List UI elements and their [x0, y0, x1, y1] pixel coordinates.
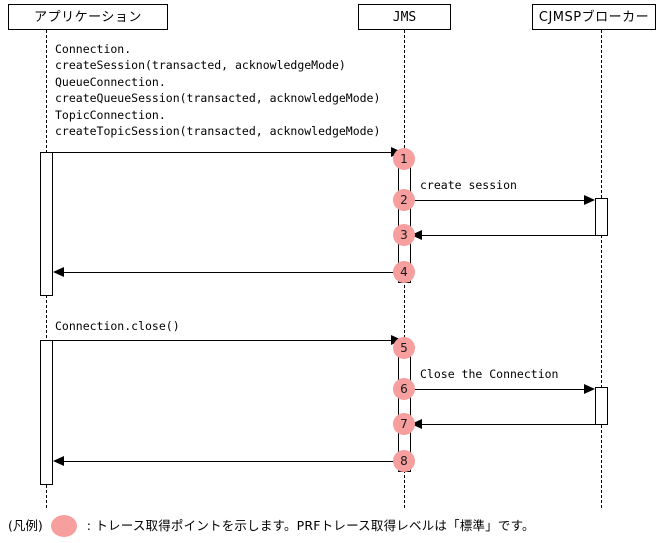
trace-point-number-1: 1	[400, 152, 408, 166]
participant-box-application: アプリケーション	[8, 4, 168, 30]
trace-point-5: 5	[393, 337, 415, 359]
trace-point-7: 7	[393, 413, 415, 435]
message-line-create-session-response	[62, 272, 398, 273]
trace-point-number-7: 7	[400, 417, 408, 431]
trace-point-number-5: 5	[400, 341, 408, 355]
trace-point-swatch-icon	[50, 515, 77, 537]
arrow-head-create-session-return-icon	[411, 230, 422, 240]
arrow-head-close-response-icon	[53, 456, 64, 466]
legend: (凡例) : トレース取得ポイントを示します。PRFトレース取得レベルは「標準」…	[8, 515, 535, 537]
message-line-create-session-to-broker	[411, 200, 585, 201]
activation-bar-broker-1	[595, 198, 608, 236]
arrow-head-create-session-response-icon	[53, 267, 64, 277]
code-block-create-session: Connection. createSession(transacted, ac…	[55, 42, 381, 139]
trace-point-1: 1	[393, 148, 415, 170]
activation-bar-application-2	[40, 340, 53, 485]
trace-point-number-2: 2	[400, 193, 408, 207]
participant-label-application: アプリケーション	[34, 9, 142, 25]
participant-box-jms: JMS	[358, 4, 451, 30]
trace-point-3: 3	[393, 224, 415, 246]
message-line-close-request	[53, 340, 393, 341]
message-line-create-session-return	[420, 235, 595, 236]
activation-bar-broker-2	[595, 387, 608, 425]
lifeline-broker	[601, 30, 602, 508]
message-label-create-session: create session	[420, 178, 517, 192]
message-line-create-session-request	[53, 152, 393, 153]
trace-point-6: 6	[393, 378, 415, 400]
trace-point-number-3: 3	[400, 228, 408, 242]
message-line-close-to-broker	[411, 389, 585, 390]
arrow-head-close-return-icon	[411, 419, 422, 429]
arrow-head-create-session-to-broker-icon	[584, 195, 595, 205]
message-line-close-response	[62, 461, 398, 462]
trace-point-8: 8	[393, 450, 415, 472]
message-label-close-connection: Close the Connection	[420, 367, 559, 381]
participant-label-jms: JMS	[392, 9, 417, 25]
message-line-close-return	[420, 424, 595, 425]
legend-description: : トレース取得ポイントを示します。PRFトレース取得レベルは「標準」です。	[86, 517, 535, 533]
arrow-head-close-to-broker-icon	[584, 384, 595, 394]
trace-point-number-8: 8	[400, 454, 408, 468]
participant-box-broker: CJMSPブローカー	[532, 4, 656, 30]
participant-label-broker: CJMSPブローカー	[538, 9, 650, 25]
activation-bar-application-1	[40, 152, 53, 296]
trace-point-number-6: 6	[400, 382, 408, 396]
trace-point-number-4: 4	[400, 265, 408, 279]
trace-point-2: 2	[393, 189, 415, 211]
code-block-close-connection: Connection.close()	[55, 319, 180, 333]
trace-point-4: 4	[393, 261, 415, 283]
legend-prefix: (凡例)	[8, 517, 43, 533]
